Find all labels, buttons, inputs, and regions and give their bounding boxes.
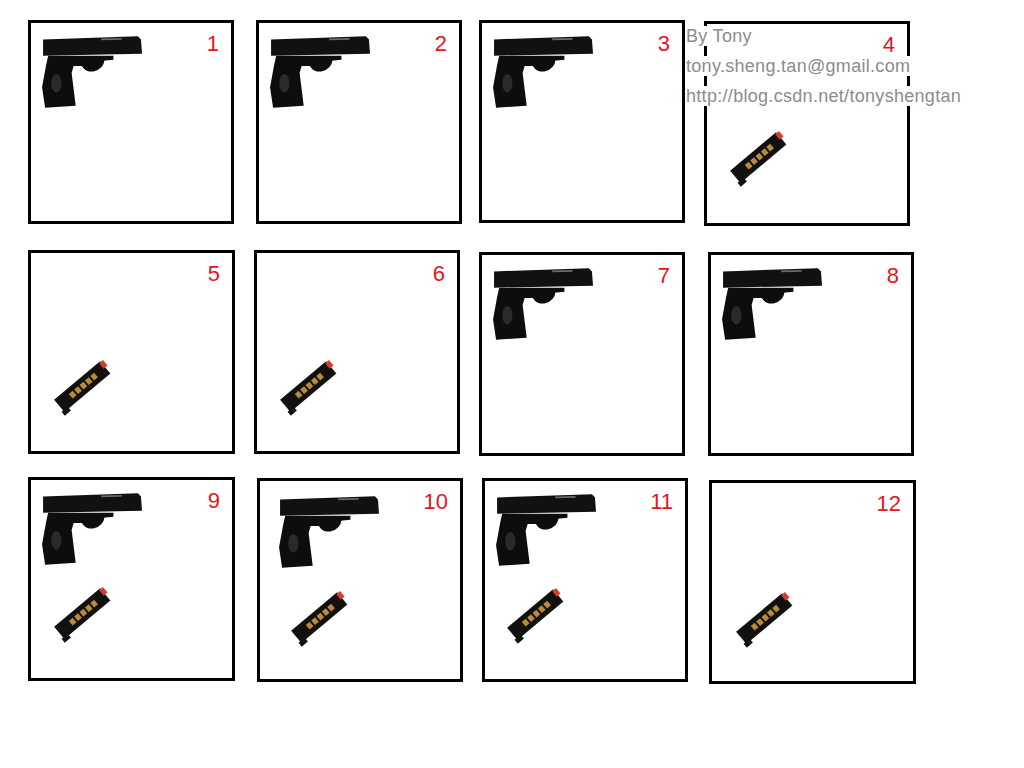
panel-box: 12 bbox=[709, 480, 916, 684]
panel-box: 7 bbox=[479, 252, 685, 456]
panel-number: 11 bbox=[650, 489, 673, 515]
panel-box: 1 bbox=[28, 20, 234, 224]
panel-number: 6 bbox=[433, 261, 445, 287]
panel-number: 10 bbox=[424, 489, 448, 515]
panel-number: 12 bbox=[877, 491, 901, 517]
panel-box: 10 bbox=[257, 478, 463, 682]
panel-box: 11 bbox=[482, 478, 688, 682]
watermark-text: http://blog.csdn.net/tonyshengtan bbox=[686, 86, 961, 106]
panel-box: 2 bbox=[256, 20, 462, 224]
watermark-text: By Tony bbox=[686, 26, 752, 46]
panel-box: 4 bbox=[704, 21, 910, 226]
panel-number: 7 bbox=[658, 263, 670, 289]
panel-box: 5 bbox=[28, 250, 235, 454]
panel-number: 5 bbox=[208, 261, 220, 287]
panel-number: 3 bbox=[658, 31, 670, 57]
panel-box: 6 bbox=[254, 250, 460, 454]
panel-number: 4 bbox=[883, 32, 895, 58]
panel-box: 8 bbox=[708, 252, 914, 456]
watermark: By Tony tony.sheng.tan@gmail.com http://bl… bbox=[686, 26, 961, 116]
watermark-text: tony.sheng.tan@gmail.com bbox=[686, 56, 910, 76]
panel-box: 9 bbox=[28, 477, 235, 681]
panel-number: 2 bbox=[435, 31, 447, 57]
panel-number: 8 bbox=[887, 263, 899, 289]
panel-number: 9 bbox=[208, 488, 220, 514]
panel-box: 3 bbox=[479, 20, 685, 223]
panel-number: 1 bbox=[207, 31, 219, 57]
